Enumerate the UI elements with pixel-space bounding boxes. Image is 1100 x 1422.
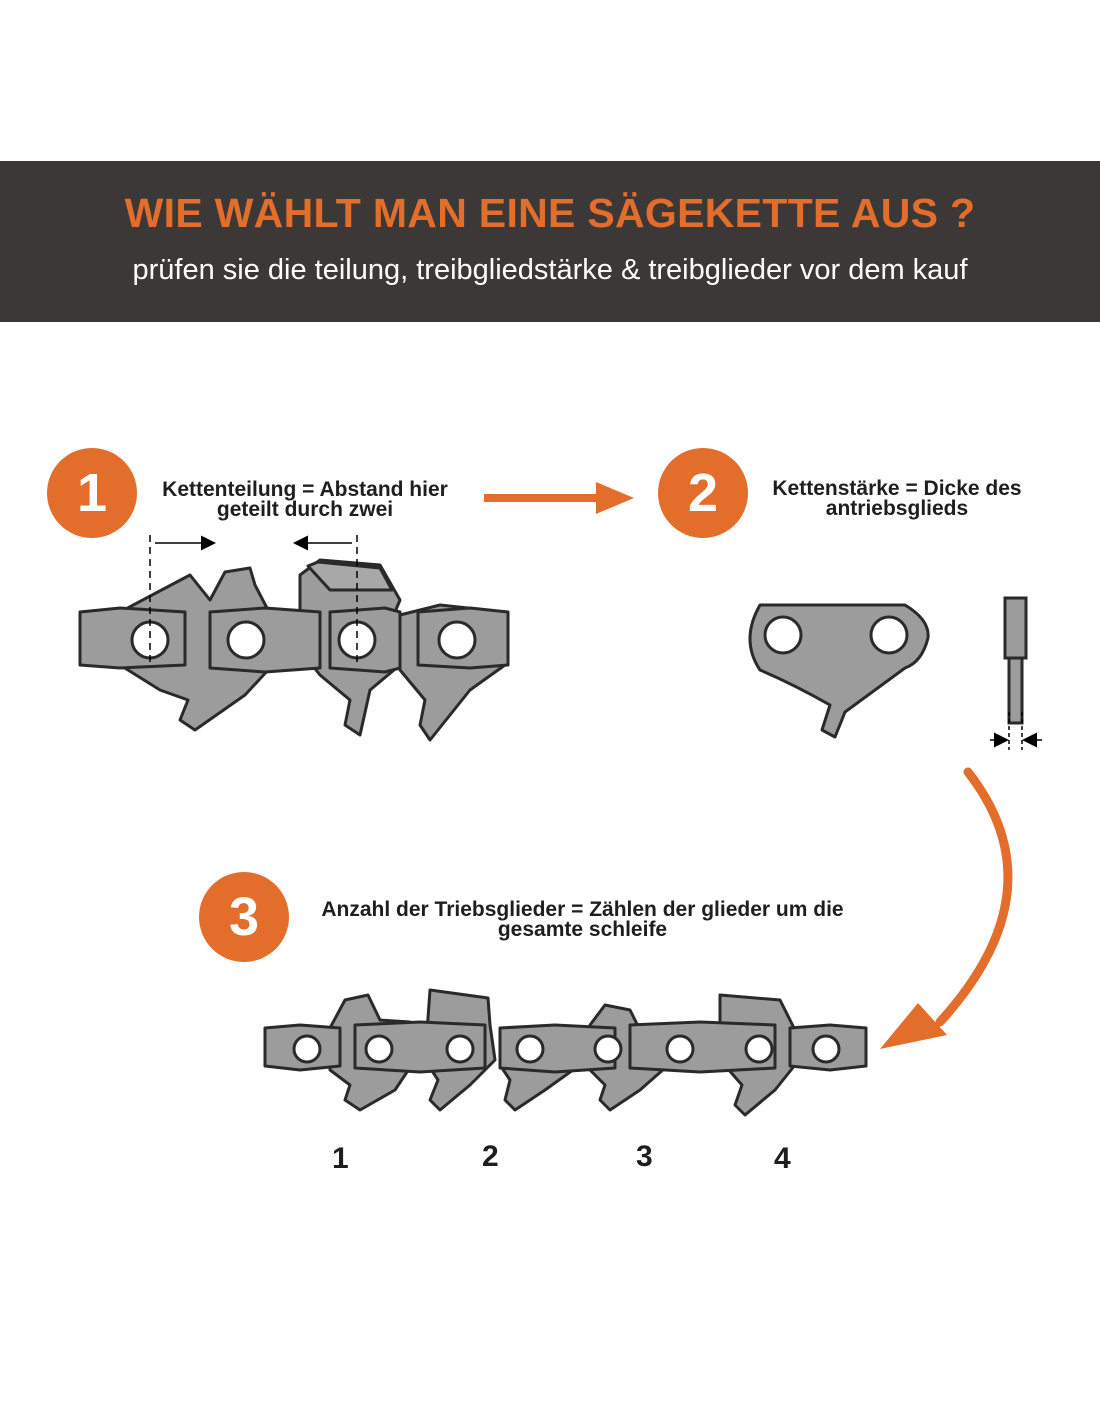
rivet-hole	[337, 620, 377, 660]
link-number-3: 3	[636, 1140, 653, 1173]
step-badge-1: 1	[47, 448, 137, 538]
rivet-hole	[130, 620, 170, 660]
link-number-4: 4	[774, 1142, 791, 1175]
arrow-step1-to-step2	[484, 482, 634, 514]
page-subtitle: prüfen sie die teilung, treibgliedstärke…	[132, 254, 968, 286]
pitch-chain	[78, 558, 510, 742]
step-2-line1: Kettenstärke = Dicke des	[772, 477, 1022, 500]
step-2-text: Kettenstärke = Dicke des antriebsglieds	[752, 477, 1042, 520]
rivet-hole	[437, 620, 477, 660]
rivet-hole	[226, 620, 266, 660]
arrow-step2-to-step3	[880, 767, 1013, 1049]
step-1-line2: geteilt durch zwei	[216, 498, 394, 521]
full-chain	[263, 988, 868, 1117]
header-banner	[0, 161, 1100, 322]
step-1-line1: Kettenteilung = Abstand hier	[162, 478, 448, 501]
link-number-2: 2	[482, 1140, 499, 1173]
step-badge-3: 3	[199, 872, 289, 962]
step-3-line1: Anzahl der Triebsglieder = Zählen der gl…	[321, 898, 844, 921]
drive-link	[748, 603, 930, 739]
link-number-1: 1	[332, 1142, 349, 1175]
page-title: WIE WÄHLT MAN EINE SÄGEKETTE AUS ?	[124, 190, 976, 236]
step-2-line2: antriebsglieds	[825, 497, 969, 520]
step-1-text: Kettenteilung = Abstand hier geteilt dur…	[140, 478, 470, 521]
step-3-text: Anzahl der Triebsglieder = Zählen der gl…	[290, 898, 875, 941]
cutter-tooth-top	[306, 560, 394, 592]
step-3-line2: gesamte schleife	[497, 918, 668, 941]
drive-link-side-view	[1003, 596, 1028, 725]
step-badge-2: 2	[658, 448, 748, 538]
